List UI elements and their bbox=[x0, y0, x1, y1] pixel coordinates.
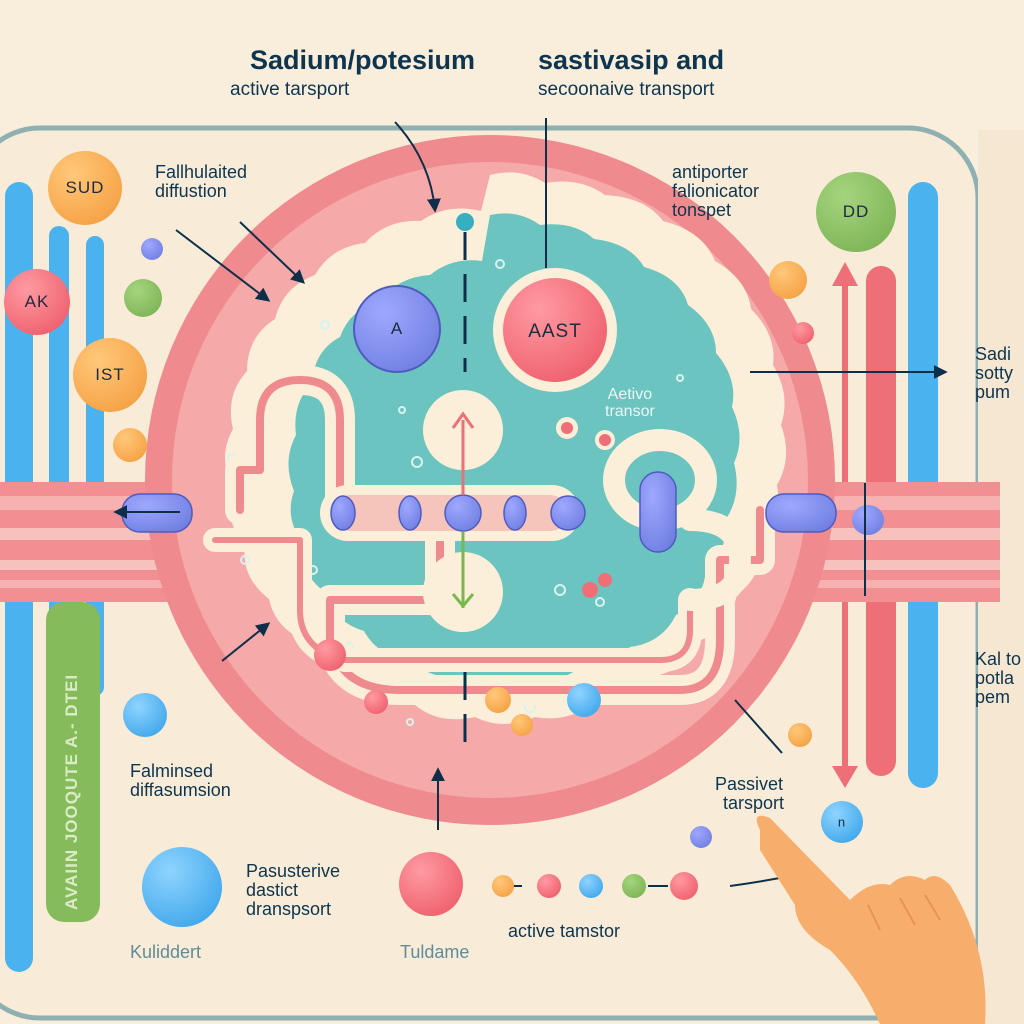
molecule-blue bbox=[567, 683, 601, 717]
molecule-dot bbox=[599, 434, 611, 446]
molecule-red-large bbox=[399, 852, 463, 916]
header-left-line1: Sadium/potesium bbox=[250, 45, 476, 75]
label-line: diffasumsion bbox=[130, 779, 231, 800]
molecule-dd-label: DD bbox=[842, 202, 870, 221]
label-line: diffustion bbox=[155, 180, 227, 201]
label-line: antiporter bbox=[672, 162, 749, 182]
molecule-teal bbox=[456, 213, 474, 231]
molecule-aast-label: AAST bbox=[528, 321, 582, 342]
label-line: sotty bbox=[975, 362, 1014, 383]
label-line: transor bbox=[605, 402, 655, 420]
molecule-aast bbox=[503, 278, 607, 382]
label-pasusterive-transport: Pasusterive dastict dranspsort bbox=[246, 862, 340, 919]
label-line: tarsport bbox=[723, 792, 785, 813]
molecule-green bbox=[124, 279, 162, 317]
molecule-dot bbox=[598, 573, 612, 587]
label-tuldame: Tuldame bbox=[400, 942, 470, 962]
label-line: Pasusterive bbox=[246, 861, 341, 881]
label-inner-active-transport: Aetivo transor bbox=[605, 386, 655, 421]
molecule-ist bbox=[73, 338, 147, 412]
pump-up-arrow-head bbox=[451, 411, 475, 429]
label-line: falionicator bbox=[672, 180, 760, 201]
label-antiporter: antiporter falionicator tonspet bbox=[672, 163, 759, 220]
molecule-ist-label: IST bbox=[95, 365, 125, 384]
molecule-orange bbox=[485, 687, 511, 713]
molecule-n bbox=[821, 801, 863, 843]
molecule-a bbox=[353, 285, 441, 373]
molecule-a-label: A bbox=[390, 319, 404, 338]
molecule-blue-large bbox=[142, 847, 222, 927]
callout-arrows bbox=[113, 118, 948, 830]
down-arrow-head bbox=[832, 766, 858, 788]
header-right-line1: sastivasip and bbox=[538, 45, 725, 75]
molecule-red bbox=[314, 639, 346, 671]
label-line: Aetivo bbox=[607, 386, 653, 403]
molecule-red bbox=[364, 690, 388, 714]
label-passive-transport: Passivet tarsport bbox=[715, 775, 784, 813]
label-line: potla bbox=[975, 667, 1015, 688]
label-line: pem bbox=[975, 686, 1011, 707]
molecule-orange-small bbox=[113, 428, 147, 462]
small-channel-protein bbox=[852, 505, 884, 535]
molecule-ak-label: AK bbox=[24, 292, 50, 311]
molecule-orange-small bbox=[788, 723, 812, 747]
molecule-sud-label: SUD bbox=[65, 178, 105, 197]
label-line: dranspsort bbox=[246, 898, 332, 919]
molecule-blue bbox=[123, 693, 167, 737]
up-arrow-head bbox=[832, 262, 858, 286]
molecule-orange bbox=[769, 261, 807, 299]
label-line: Sadi bbox=[975, 344, 1012, 364]
pump-down-arrow-head bbox=[451, 593, 475, 609]
header-right-line2: secoonaive transport bbox=[538, 79, 715, 101]
label-potassium-pump: Kal to potla pem bbox=[975, 650, 1021, 707]
header-left: Sadium/potesium active tarsport bbox=[230, 45, 476, 100]
molecule-dd bbox=[816, 172, 896, 252]
label-line: pum bbox=[975, 381, 1011, 402]
label-line: dastict bbox=[246, 879, 299, 900]
molecule-sud bbox=[48, 151, 122, 225]
label-line: tonspet bbox=[672, 199, 732, 220]
molecule-chain bbox=[492, 872, 791, 900]
label-line: Fallhulaited bbox=[155, 162, 248, 182]
label-facilitated-diffusion: Fallhulaited diffustion bbox=[155, 163, 247, 201]
molecule-dot bbox=[561, 422, 573, 434]
label-line: Passivet bbox=[715, 774, 784, 794]
molecule-orange bbox=[511, 714, 533, 736]
label-falminsed-diffusion: Falminsed diffasumsion bbox=[130, 762, 231, 800]
pointing-hand bbox=[756, 815, 986, 1024]
label-line: Kal to bbox=[975, 649, 1022, 669]
green-pillar bbox=[46, 602, 100, 922]
molecule-purple-small bbox=[690, 826, 712, 848]
label-kuliddert: Kuliddert bbox=[130, 942, 202, 962]
right-channel-protein bbox=[765, 493, 837, 533]
molecule-dot bbox=[582, 582, 598, 598]
header-right: sastivasip and secoonaive transport bbox=[538, 46, 724, 100]
label-line: Falminsed bbox=[130, 761, 214, 781]
molecule-red-small bbox=[792, 322, 814, 344]
molecule-purple-small bbox=[141, 238, 163, 260]
green-pillar-text: AVAIIN JOOQUTE A.- DTEI bbox=[62, 673, 81, 910]
molecule-n-label: n bbox=[837, 814, 847, 830]
molecule-ak bbox=[4, 269, 70, 335]
label-sodium-pump: Sadi sotty pum bbox=[975, 345, 1013, 402]
header-left-line2: active tarsport bbox=[230, 79, 350, 101]
label-active-transport-bottom: active tamstor bbox=[508, 921, 621, 941]
